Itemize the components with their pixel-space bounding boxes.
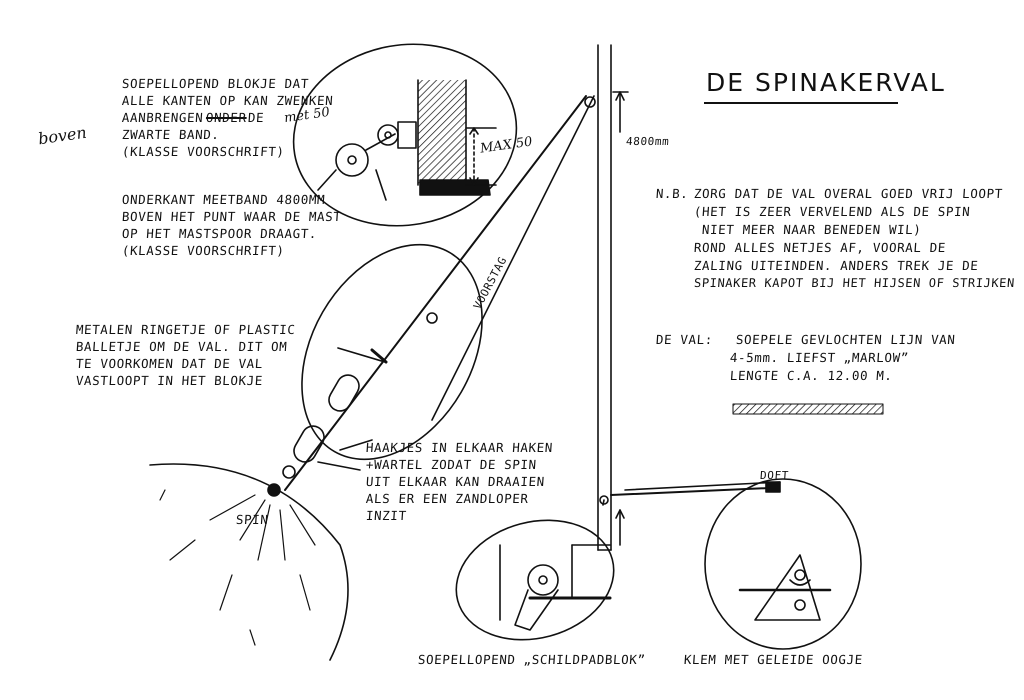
val-label: DE VAL:: [655, 332, 714, 347]
nb-line-6: SPINAKER KAPOT BIJ HET HIJSEN OF STRIJKE…: [693, 276, 1016, 290]
ring-detail: [282, 312, 438, 479]
note-hooks-2: +WARTEL ZODAT DE SPIN: [365, 457, 538, 472]
forestay: [431, 95, 595, 421]
note-ring-1: METALEN RINGETJE OF PLASTIC: [75, 322, 296, 337]
val-line-2: 4-5mm. LIEFST „MARLOW”: [729, 350, 910, 365]
klem-detail: [738, 481, 832, 621]
diagram-title: DE SPINAKERVAL: [706, 68, 946, 97]
note-hooks-1: HAAKJES IN ELKAAR HAKEN: [365, 440, 554, 455]
note-measure-1: ONDERKANT MEETBAND 4800mm: [121, 192, 326, 207]
detail-ellipse-klem: [704, 478, 862, 650]
spin-head: [267, 483, 281, 497]
nb-line-2: (HET IS ZEER VERVELEND ALS DE SPIN: [693, 204, 971, 219]
nb-line-3: NIET MEER NAAR BENEDEN WIL): [701, 222, 922, 237]
nb-line-5: ZALING UITEINDEN. ANDERS TREK JE DE: [693, 258, 979, 273]
nb-label: N.B.: [655, 186, 690, 201]
note-measure-3: OP HET MASTSPOOR DRAAGT.: [121, 226, 318, 241]
spinnaker-sail: [149, 463, 349, 661]
top-block-detail: [317, 79, 497, 201]
schildpad-caption: SOEPELLOPEND „SCHILDPADBLOK”: [417, 652, 647, 667]
doft-label: DOFT: [759, 469, 790, 482]
title-underline: [704, 102, 898, 104]
note-hooks-3: UIT ELKAAR KAN DRAAIEN: [365, 474, 546, 489]
foot-arrow: [615, 509, 625, 546]
note-block-5: (KLASSE VOORSCHRIFT): [121, 144, 286, 159]
note-block-4: ZWARTE BAND.: [121, 127, 221, 142]
rope-sample: [732, 403, 884, 415]
detail-ellipse-top: [292, 43, 518, 227]
doft-line: [610, 487, 771, 496]
note-measure-4: (KLASSE VOORSCHRIFT): [121, 243, 286, 258]
note-block-2: ALLE KANTEN OP KAN ZWENKEN: [121, 93, 334, 108]
val-line-1: SOEPELE GEVLOCHTEN LIJN VAN: [735, 332, 956, 347]
note-measure-2: BOVEN HET PUNT WAAR DE MAST: [121, 209, 342, 224]
note-ring-3: TE VOORKOMEN DAT DE VAL: [75, 356, 264, 371]
note-hooks-5: INZIT: [365, 508, 408, 523]
halyard: [284, 95, 587, 491]
mast: [597, 44, 612, 551]
note-block-3: AANBRENGEN: [121, 110, 204, 125]
sail-seams: [159, 489, 316, 646]
note-ring-4: VASTLOOPT IN HET BLOKJE: [75, 373, 264, 388]
height-arrow: [612, 91, 629, 133]
note-ring-2: BALLETJE OM DE VAL. DIT OM: [75, 339, 288, 354]
note-block-1: SOEPELLOPEND BLOKJE DAT: [121, 76, 310, 91]
spin-label: SPIN: [235, 512, 270, 527]
note-hooks-4: ALS ER EEN ZANDLOPER: [365, 491, 530, 506]
klem-caption: KLEM MET GELEIDE OOGJE: [683, 652, 864, 667]
schildpad-block: [499, 544, 612, 631]
nb-line-1: ZORG DAT DE VAL OVERAL GOED VRIJ LOOPT: [693, 186, 1004, 201]
note-block-de: DE: [247, 110, 265, 125]
mast-top-sheave: [584, 96, 596, 108]
detail-ellipse-ring: [301, 243, 483, 461]
note-block-struck: ONDER: [205, 110, 248, 125]
detail-ellipse-schildpad: [455, 519, 615, 641]
val-line-3: LENGTE C.A. 12.00 M.: [729, 368, 894, 383]
nb-line-4: ROND ALLES NETJES AF, VOORAL DE: [693, 240, 947, 255]
height-label: 4800mm: [625, 135, 670, 148]
